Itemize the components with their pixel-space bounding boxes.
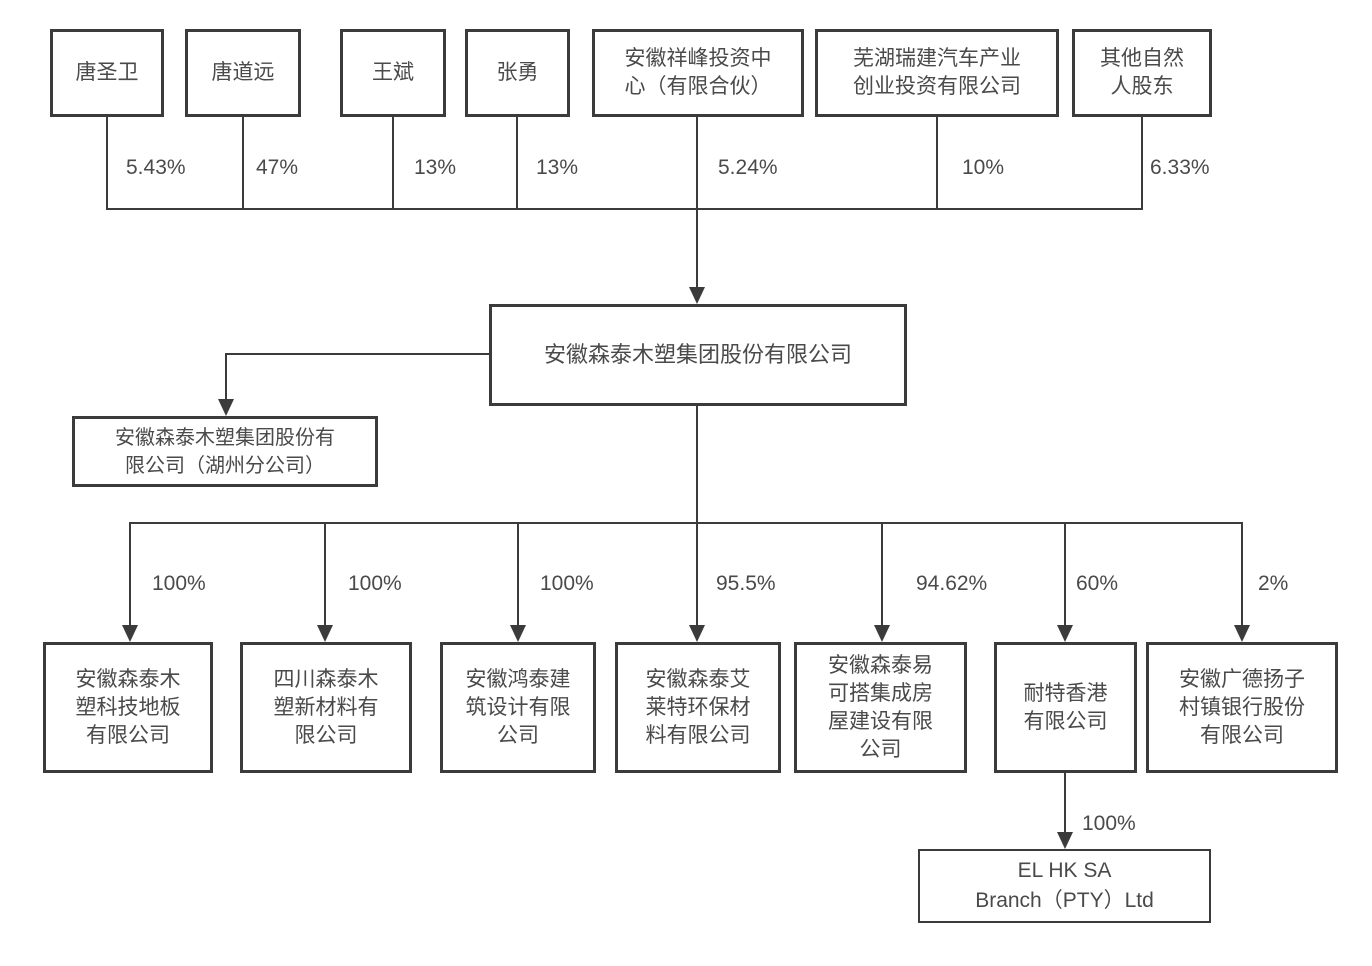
connector-line bbox=[225, 353, 227, 400]
connector-line bbox=[516, 117, 518, 208]
ownership-pct-label: 13% bbox=[414, 156, 457, 179]
ownership-pct-label: 5.24% bbox=[718, 156, 778, 179]
connector-bus-line bbox=[106, 208, 1143, 210]
arrow-down bbox=[122, 625, 138, 642]
connector-line bbox=[242, 117, 244, 208]
ownership-pct-label: 10% bbox=[962, 156, 1005, 179]
branch-company-box: 安徽森泰木塑集团股份有 限公司（湖州分公司） bbox=[72, 416, 378, 487]
parent-company-box: 安徽森泰木塑集团股份有限公司 bbox=[489, 304, 907, 406]
ownership-pct-label: 100% bbox=[1082, 812, 1136, 835]
connector-line bbox=[324, 522, 326, 626]
arrow-down bbox=[1057, 625, 1073, 642]
shareholder-box-tang-daoyuan: 唐道远 bbox=[185, 29, 301, 117]
connector-line bbox=[696, 117, 698, 208]
connector-line bbox=[106, 117, 108, 208]
ownership-pct-label: 100% bbox=[152, 572, 206, 595]
ownership-pct-label: 60% bbox=[1076, 572, 1119, 595]
ownership-pct-label: 94.62% bbox=[916, 572, 988, 595]
connector-line bbox=[881, 522, 883, 626]
arrow-down bbox=[874, 625, 890, 642]
connector-line bbox=[1241, 522, 1243, 626]
connector-line bbox=[392, 117, 394, 208]
ownership-pct-label: 13% bbox=[536, 156, 579, 179]
ownership-pct-label: 6.33% bbox=[1150, 156, 1210, 179]
connector-line bbox=[1064, 522, 1066, 626]
ownership-pct-label: 100% bbox=[540, 572, 594, 595]
arrow-down bbox=[218, 399, 234, 416]
shareholder-box-wuhu-ruijian: 芜湖瑞建汽车产业 创业投资有限公司 bbox=[815, 29, 1059, 117]
ownership-pct-label: 2% bbox=[1258, 572, 1289, 595]
subsidiary-box-naite-hk: 耐特香港 有限公司 bbox=[994, 642, 1137, 773]
connector-line bbox=[696, 406, 698, 524]
arrow-down bbox=[317, 625, 333, 642]
connector-line bbox=[1141, 117, 1143, 208]
connector-line bbox=[517, 522, 519, 626]
shareholder-box-other-individuals: 其他自然 人股东 bbox=[1072, 29, 1212, 117]
subsidiary-box-hongtai-jianzhu: 安徽鸿泰建 筑设计有限 公司 bbox=[440, 642, 596, 773]
subsidiary-box-keji-diban: 安徽森泰木 塑科技地板 有限公司 bbox=[43, 642, 213, 773]
shareholder-box-tang-shengwei: 唐圣卫 bbox=[50, 29, 164, 117]
shareholder-box-zhang-yong: 张勇 bbox=[465, 29, 570, 117]
grandchild-company-box: EL HK SA Branch（PTY）Ltd bbox=[918, 849, 1211, 923]
connector-line bbox=[696, 208, 698, 290]
subsidiary-box-yikeda: 安徽森泰易 可搭集成房 屋建设有限 公司 bbox=[794, 642, 967, 773]
shareholder-box-wang-bin: 王斌 bbox=[340, 29, 446, 117]
arrow-down bbox=[689, 625, 705, 642]
ownership-pct-label: 47% bbox=[256, 156, 299, 179]
connector-line bbox=[1064, 773, 1066, 833]
ownership-pct-label: 5.43% bbox=[126, 156, 186, 179]
arrow-down bbox=[689, 287, 705, 304]
connector-line bbox=[226, 353, 489, 355]
connector-bus-line bbox=[129, 522, 1243, 524]
connector-line bbox=[936, 117, 938, 208]
arrow-down bbox=[1234, 625, 1250, 642]
subsidiary-box-sichuan-sentai: 四川森泰木 塑新材料有 限公司 bbox=[240, 642, 412, 773]
arrow-down bbox=[1057, 832, 1073, 849]
arrow-down bbox=[510, 625, 526, 642]
subsidiary-box-yangzi-bank: 安徽广德扬子 村镇银行股份 有限公司 bbox=[1146, 642, 1338, 773]
connector-line bbox=[696, 522, 698, 626]
ownership-pct-label: 95.5% bbox=[716, 572, 776, 595]
connector-line bbox=[129, 522, 131, 626]
subsidiary-box-ailaite: 安徽森泰艾 莱特环保材 料有限公司 bbox=[615, 642, 781, 773]
shareholder-box-xiangfeng-investment: 安徽祥峰投资中 心（有限合伙） bbox=[592, 29, 804, 117]
ownership-pct-label: 100% bbox=[348, 572, 402, 595]
